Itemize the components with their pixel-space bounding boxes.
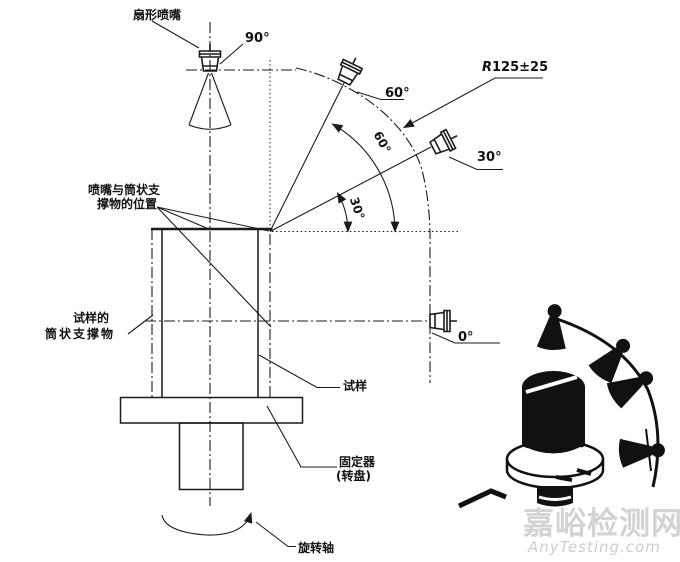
spindle-shaft [178, 422, 244, 491]
specimen-label: 试样 [343, 378, 367, 393]
angle-0-leader [431, 332, 500, 344]
turntable-3d-illustration [457, 302, 666, 509]
nozzle-position-leader-fan [156, 206, 272, 328]
angle-90-label: 90° [245, 31, 270, 46]
inset-spray-stem [645, 428, 652, 472]
inset-highlight-bottom [526, 446, 582, 456]
ray-60deg [269, 82, 345, 232]
radius-leader-line [403, 77, 543, 129]
inset-hub [537, 486, 573, 507]
watermark-site-name: 嘉峪检测网 [523, 506, 680, 542]
specimen-position-lines [151, 229, 271, 397]
support-label-line1: 试样的 [73, 310, 109, 325]
inset-spray-90-icon [536, 302, 571, 352]
angle-30-leader [448, 156, 503, 171]
nozzle-position-label-line2: 撑物的位置 [97, 196, 157, 211]
spray-cone-outline [188, 72, 232, 130]
rotation-direction-arrow [161, 511, 253, 536]
dimension-arc-60 [331, 123, 400, 233]
watermark-site-url: AnyTesting.com [527, 538, 661, 556]
radius-dim-value: 125±25 [492, 60, 548, 75]
angle-60-label: 60° [385, 86, 410, 101]
angle-60-leader [356, 91, 404, 101]
ray-30deg [269, 146, 432, 232]
inset-spray-60-icon [587, 331, 640, 386]
rotation-axis-label: 旋转轴 [297, 540, 334, 555]
angle-90-leader [219, 43, 244, 65]
inset-hub-stripe [538, 495, 572, 501]
nozzle-30deg-icon [427, 125, 463, 159]
nozzle-0deg-icon [429, 309, 458, 333]
inset-rim-marks [555, 468, 592, 482]
inset-highlight-top [525, 375, 578, 394]
fixture-label-line2: (转盘) [336, 468, 371, 483]
arc-span-30-label: 30° [347, 195, 367, 221]
watermark: 嘉峪检测网 AnyTesting.com [523, 506, 680, 556]
support-label-line2: 筒状支撑物 [45, 326, 115, 341]
fan-nozzle-leader [151, 20, 200, 49]
fixture-label-line1: 固定器 [339, 454, 376, 469]
fixture-leader [266, 405, 337, 468]
angle-30-label: 30° [477, 150, 502, 165]
dimension-arc-30 [336, 192, 353, 233]
inset-lever [457, 488, 507, 509]
angle-0-label: 0° [458, 330, 474, 345]
nozzle-position-label-line1: 喷嘴与筒状支 [88, 182, 161, 197]
nozzle-60deg-icon [333, 52, 367, 88]
fan-nozzle-label: 扇形喷嘴 [133, 7, 181, 22]
r125-arc [295, 67, 431, 383]
support-leader [127, 314, 154, 335]
specimen-leader [258, 354, 340, 389]
radius-dim-prefix: R [482, 60, 492, 75]
inset-cylinder-body [522, 387, 585, 454]
rotation-axis-leader [255, 521, 296, 548]
arc-span-60-label: 60° [371, 129, 394, 156]
turntable-plate [119, 396, 304, 424]
